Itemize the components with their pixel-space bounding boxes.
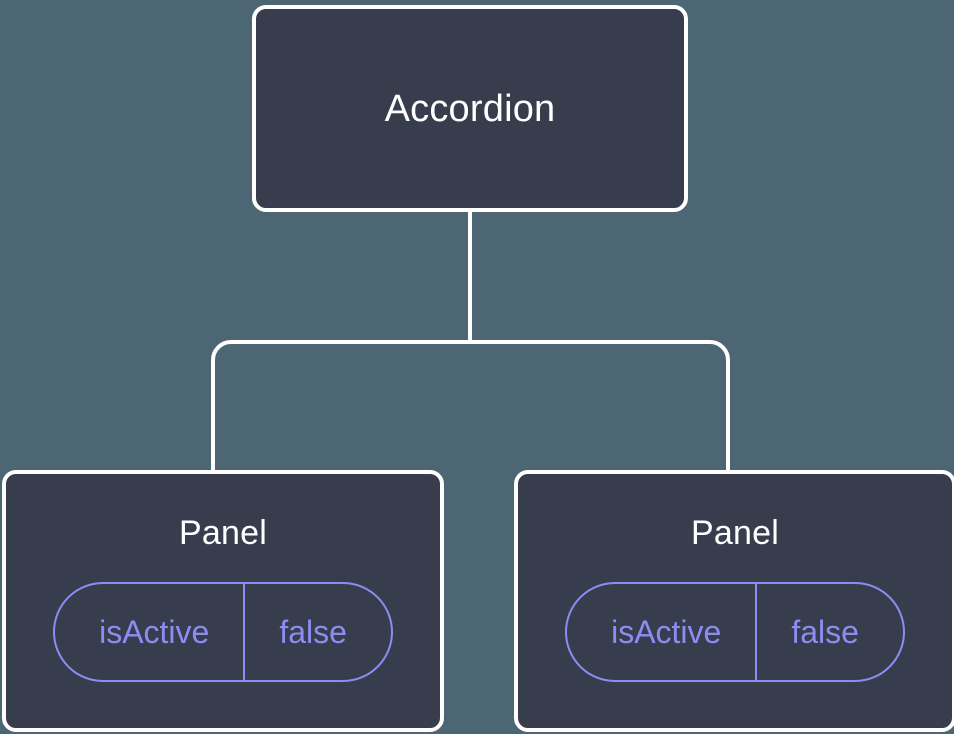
node-accordion[interactable]: Accordion <box>252 5 688 212</box>
node-panel-2[interactable]: Panel isActive false <box>514 470 954 732</box>
connector-branch-left <box>211 340 470 474</box>
prop-key-isactive: isActive <box>99 614 210 650</box>
prop-value-isactive: false <box>755 584 903 680</box>
prop-badge-panel-1[interactable]: isActive false <box>53 582 393 682</box>
node-panel-1-label: Panel <box>179 514 267 552</box>
connector-branch-right <box>470 340 730 474</box>
prop-key-isactive: isActive <box>611 614 722 650</box>
prop-value-isactive: false <box>243 584 391 680</box>
node-panel-2-label: Panel <box>691 514 779 552</box>
node-panel-1[interactable]: Panel isActive false <box>2 470 444 732</box>
prop-badge-panel-2[interactable]: isActive false <box>565 582 905 682</box>
node-accordion-label: Accordion <box>384 87 556 130</box>
